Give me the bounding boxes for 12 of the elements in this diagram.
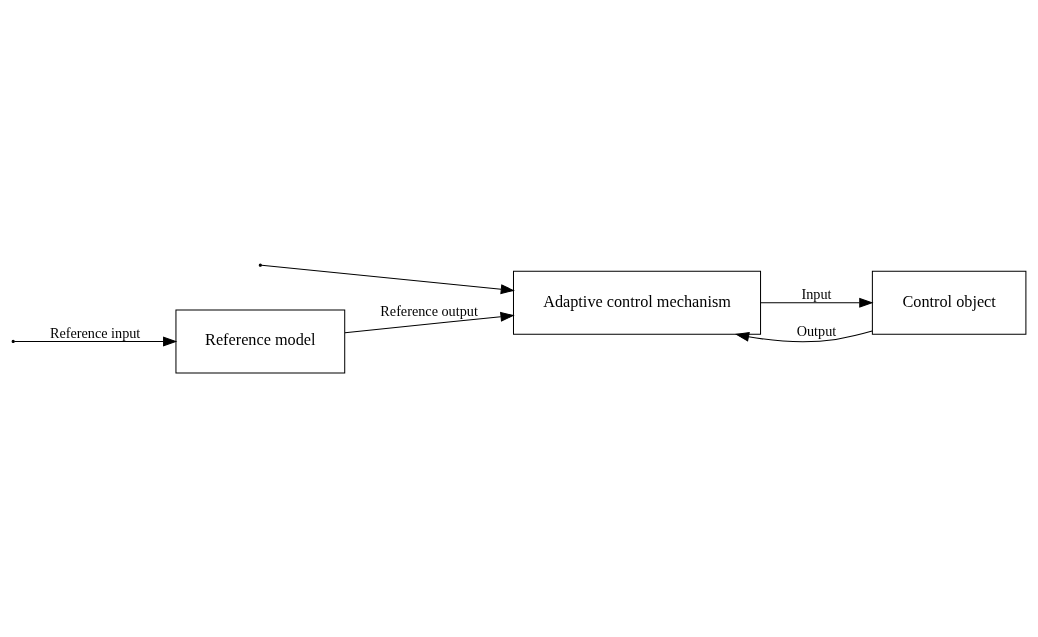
node-box: Control object xyxy=(871,270,1027,335)
arrow xyxy=(13,336,178,347)
edge-label: Input xyxy=(801,285,832,302)
arrow xyxy=(261,264,515,295)
arrow xyxy=(734,330,873,343)
node-box: Adaptive control mechanism xyxy=(513,270,762,335)
arrow xyxy=(760,297,874,308)
edge-label: Reference output xyxy=(380,303,478,320)
node-box: Reference model xyxy=(175,309,346,374)
arrow xyxy=(344,311,515,334)
edge-label: Output xyxy=(796,322,837,339)
edge-label: Reference input xyxy=(49,324,141,341)
